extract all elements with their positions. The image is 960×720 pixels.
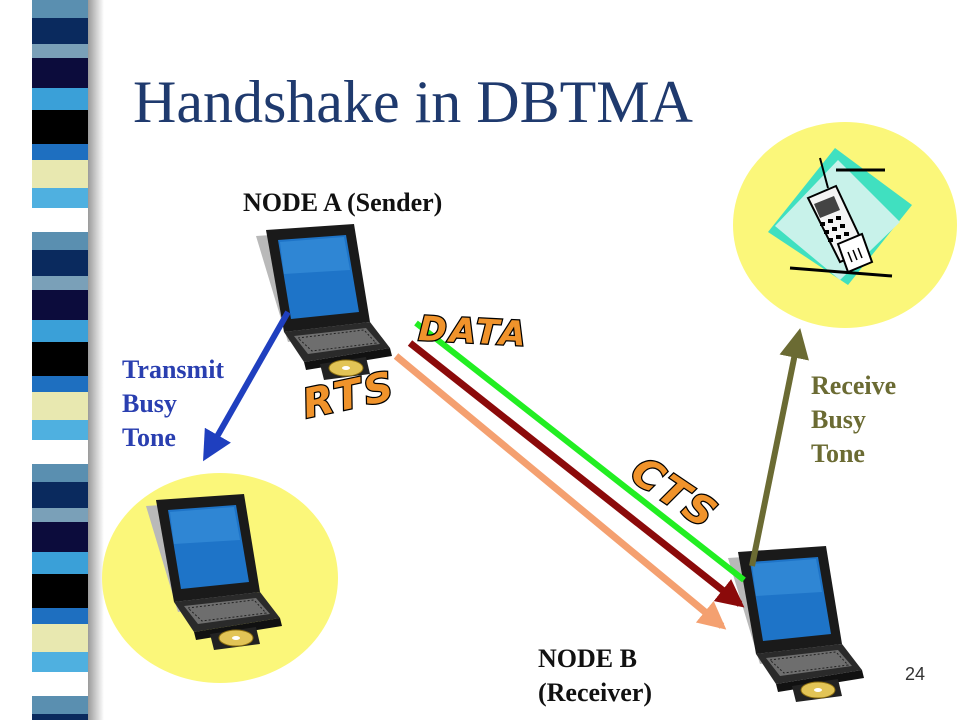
laptop-icon-node-a — [255, 223, 393, 381]
receive-busy-tone-arrow — [749, 328, 809, 567]
data-arrow — [407, 340, 745, 608]
strip-band — [32, 144, 88, 160]
strip-band — [32, 482, 88, 508]
rts-arrow — [393, 353, 727, 630]
strip-band — [32, 276, 88, 290]
strip-band — [32, 250, 88, 276]
node-b-label: NODE B (Receiver) — [538, 642, 652, 710]
transmit-tone-line2: Busy — [122, 388, 177, 418]
strip-band — [32, 342, 88, 376]
strip-band — [32, 522, 88, 552]
strip-band — [32, 88, 88, 110]
strip-band — [32, 58, 88, 88]
cellphone-icon — [768, 148, 912, 285]
page-number: 24 — [905, 664, 926, 684]
strip-band — [32, 696, 88, 714]
strip-band — [32, 624, 88, 652]
strip-band — [32, 464, 88, 482]
strip-band — [32, 608, 88, 624]
transmit-busy-tone-arrow — [203, 310, 291, 462]
strip-band — [32, 420, 88, 440]
receive-tone-line3: Tone — [811, 438, 865, 468]
receive-tone-line1: Receive — [811, 371, 897, 400]
strip-band — [32, 392, 88, 420]
strip-band — [32, 110, 88, 144]
strip-band — [32, 440, 88, 464]
strip-band — [32, 290, 88, 320]
receive-busy-tone-label: Receive Busy Tone — [811, 369, 896, 470]
laptop-icon-node-b — [727, 545, 865, 703]
node-b-label-line2: (Receiver) — [538, 677, 653, 707]
node-a-label: NODE A (Sender) — [243, 188, 443, 217]
cts-arrow — [414, 320, 746, 583]
strip-band — [32, 232, 88, 250]
decorative-strip — [32, 0, 88, 720]
strip-band — [32, 376, 88, 392]
strip-band — [32, 574, 88, 608]
strip-band — [32, 552, 88, 574]
strip-band — [32, 18, 88, 44]
strip-band — [32, 0, 88, 18]
strip-band — [32, 508, 88, 522]
strip-band — [32, 714, 88, 720]
rts-message-label: RTS — [299, 363, 401, 428]
strip-band — [32, 652, 88, 672]
strip-band — [32, 188, 88, 208]
strip-band — [32, 44, 88, 58]
transmit-tone-line1: Transmit — [122, 355, 225, 384]
transmit-busy-tone-label: Transmit Busy Tone — [122, 353, 224, 454]
strip-band — [32, 208, 88, 232]
transmit-tone-line3: Tone — [122, 422, 176, 452]
strip-band — [32, 672, 88, 696]
node-b-label-line1: NODE B — [538, 644, 637, 673]
data-message-label: DATA — [418, 309, 530, 355]
slide-title: Handshake in DBTMA — [133, 69, 693, 135]
strip-band — [32, 320, 88, 342]
strip-shadow — [88, 0, 104, 720]
receive-tone-line2: Busy — [811, 404, 866, 434]
strip-band — [32, 160, 88, 188]
